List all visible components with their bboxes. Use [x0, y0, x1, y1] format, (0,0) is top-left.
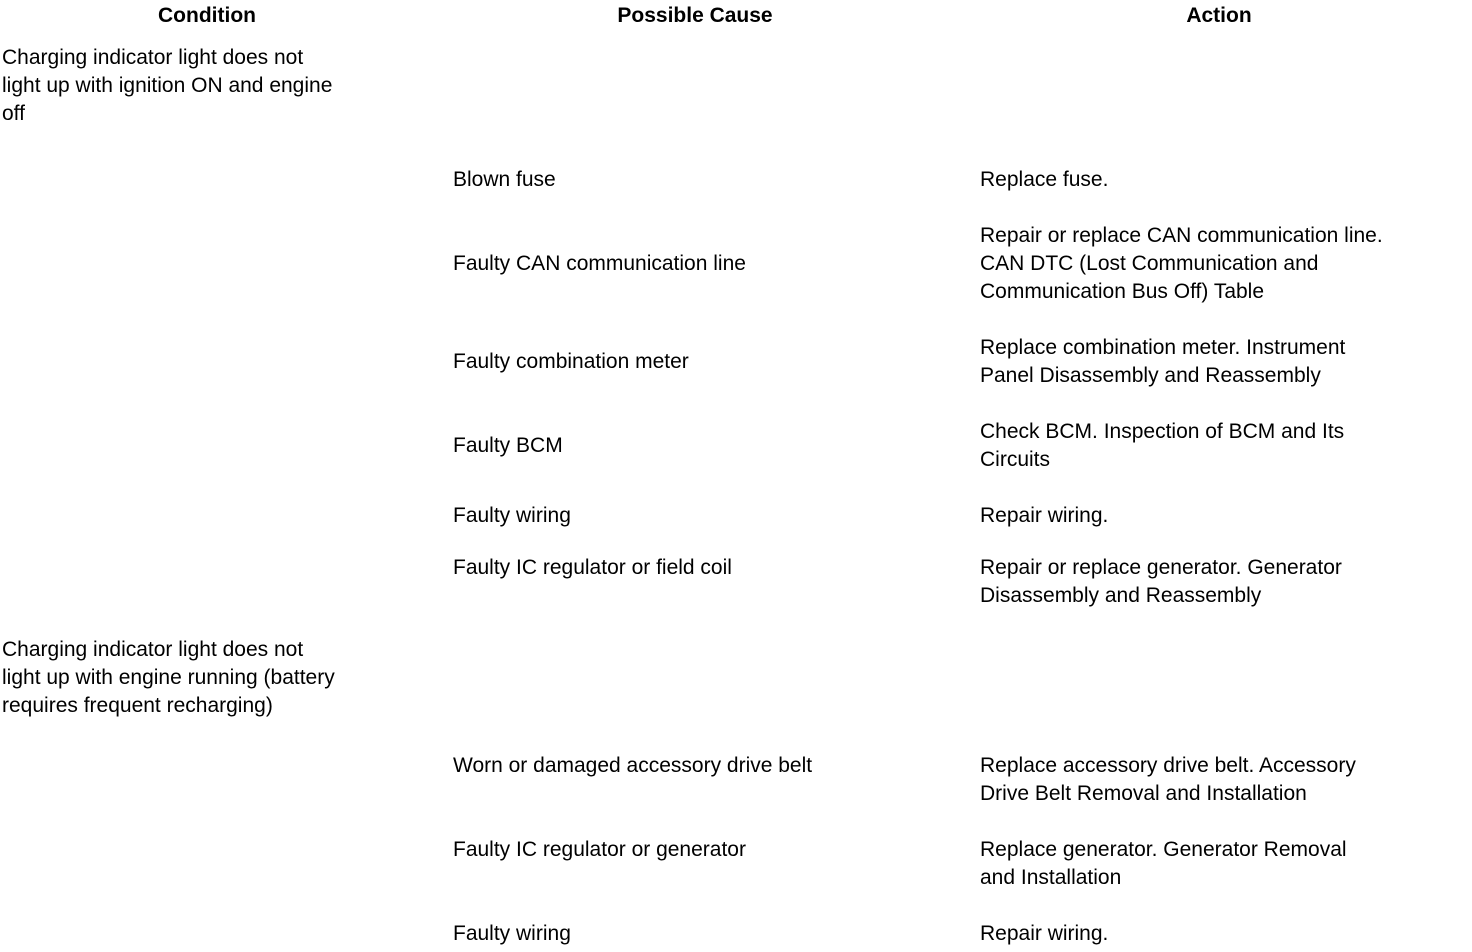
action-line: Repair or replace generator. Generator — [980, 556, 1342, 579]
action-cell: Repair or replace CAN communication line… — [980, 222, 1460, 306]
action-line: Drive Belt Removal and Installation — [980, 782, 1307, 805]
action-line: Repair wiring. — [980, 504, 1109, 527]
cause-line: Faulty IC regulator or field coil — [453, 556, 732, 579]
condition-line: light up with engine running (battery — [2, 666, 335, 689]
action-line: Replace accessory drive belt. Accessory — [980, 754, 1356, 777]
action-cell: Replace generator. Generator Removal and … — [980, 836, 1460, 892]
cause-line: Blown fuse — [453, 168, 556, 191]
possible-cause-cell: Faulty wiring — [453, 502, 953, 530]
possible-cause-cell: Blown fuse — [453, 166, 953, 194]
action-line: Disassembly and Reassembly — [980, 584, 1262, 607]
action-line: Circuits — [980, 448, 1051, 471]
cause-line: Faulty wiring — [453, 504, 571, 527]
cause-line: Faulty BCM — [453, 434, 563, 457]
action-line: Replace generator. Generator Removal — [980, 838, 1347, 861]
action-cell: Repair wiring. — [980, 920, 1460, 948]
action-line: Replace fuse. — [980, 168, 1109, 191]
action-line: Panel Disassembly and Reassembly — [980, 364, 1321, 387]
condition-cell-1: Charging indicator light does not light u… — [2, 44, 422, 128]
table-header-row: Condition Possible Cause Action — [0, 0, 1472, 40]
column-header-possible-cause: Possible Cause — [617, 4, 773, 27]
action-cell: Repair wiring. — [980, 502, 1460, 530]
possible-cause-cell: Faulty combination meter — [453, 348, 953, 376]
condition-line: Charging indicator light does not — [2, 46, 304, 69]
action-line: Communication Bus Off) Table — [980, 280, 1265, 303]
possible-cause-cell: Worn or damaged accessory drive belt — [453, 752, 953, 780]
action-line: Replace combination meter. Instrument — [980, 336, 1346, 359]
possible-cause-cell: Faulty wiring — [453, 920, 953, 948]
condition-line: Charging indicator light does not — [2, 638, 304, 661]
condition-cell-2: Charging indicator light does not light u… — [2, 636, 422, 720]
cause-line: Faulty IC regulator or generator — [453, 838, 746, 861]
condition-line: requires frequent recharging) — [2, 694, 273, 717]
condition-line: off — [2, 102, 25, 125]
cause-line: Faulty CAN communication line — [453, 252, 746, 275]
possible-cause-cell: Faulty CAN communication line — [453, 250, 953, 278]
possible-cause-cell: Faulty IC regulator or generator — [453, 836, 953, 864]
action-line: Repair or replace CAN communication line… — [980, 224, 1383, 247]
column-header-action: Action — [1186, 4, 1252, 27]
cause-line: Worn or damaged accessory drive belt — [453, 754, 813, 777]
possible-cause-cell: Faulty BCM — [453, 432, 953, 460]
condition-line: light up with ignition ON and engine — [2, 74, 333, 97]
action-line: Check BCM. Inspection of BCM and Its — [980, 420, 1345, 443]
cause-line: Faulty wiring — [453, 922, 571, 945]
cause-line: Faulty combination meter — [453, 350, 689, 373]
action-line: and Installation — [980, 866, 1122, 889]
action-line: CAN DTC (Lost Communication and — [980, 252, 1319, 275]
action-line: Repair wiring. — [980, 922, 1109, 945]
column-header-condition: Condition — [158, 4, 256, 27]
action-cell: Replace fuse. — [980, 166, 1460, 194]
possible-cause-cell: Faulty IC regulator or field coil — [453, 554, 953, 582]
